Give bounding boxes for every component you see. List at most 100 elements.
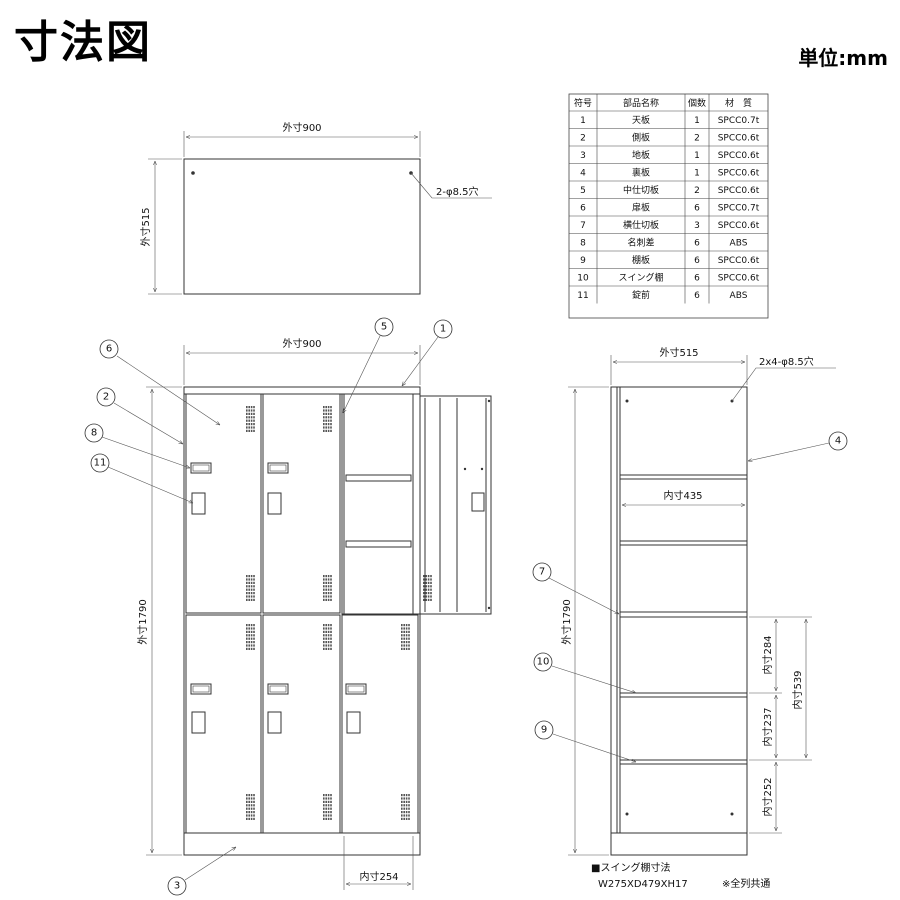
- vent-slot: [327, 794, 330, 797]
- table-cell: SPCC0.6t: [718, 256, 760, 266]
- vent-slot: [250, 630, 253, 633]
- vent-slot: [323, 406, 325, 409]
- vent-slot: [253, 641, 255, 644]
- side-height-label: 外寸1790: [560, 599, 573, 644]
- vent-slot: [327, 592, 330, 595]
- vent-slot: [248, 578, 250, 581]
- side-hole-label: 2x4-φ8.5穴: [759, 355, 814, 368]
- vent-slot: [327, 817, 330, 820]
- vent-slot: [408, 811, 410, 814]
- vent-slot: [403, 800, 405, 803]
- vent-slot: [248, 627, 250, 630]
- vent-slot: [401, 807, 403, 810]
- vent-slot: [323, 630, 325, 633]
- swing-note-dims: W275XD479XH17: [598, 879, 688, 890]
- table-cell: SPCC0.6t: [718, 134, 760, 144]
- callout-9: [534, 720, 554, 740]
- side-partition: [619, 611, 748, 618]
- table-cell: 側板: [632, 132, 650, 144]
- vent-slot: [253, 627, 255, 630]
- lock: [346, 711, 361, 734]
- vent-slot: [403, 644, 405, 647]
- vent-slot: [330, 419, 332, 422]
- vent-slot: [246, 585, 248, 588]
- table-cell: 棚板: [632, 254, 650, 266]
- vent-slot: [327, 419, 330, 422]
- vent-slot: [248, 423, 250, 426]
- vent-slot: [330, 644, 332, 647]
- vent-slot: [248, 624, 250, 627]
- vent-slot: [323, 804, 325, 807]
- vent-slot: [250, 598, 253, 601]
- table-cell: ABS: [730, 291, 748, 301]
- vent-slot: [248, 630, 250, 633]
- vent-slot: [401, 800, 403, 803]
- vent-slot: [323, 426, 325, 429]
- table-cell: スイング棚: [618, 272, 663, 284]
- vent-slot: [330, 588, 332, 591]
- vent-slot: [325, 637, 327, 640]
- vent-slot: [330, 804, 332, 807]
- svg-text:9: 9: [541, 725, 547, 736]
- vent-slot: [327, 598, 330, 601]
- lock: [191, 711, 206, 734]
- table-cell: SPCC0.6t: [718, 169, 760, 179]
- vent-slot: [330, 429, 332, 432]
- vent-slot: [408, 644, 410, 647]
- vent-slot: [405, 644, 408, 647]
- vent-slot: [253, 588, 255, 591]
- vent-slot: [325, 647, 327, 650]
- vent-slot: [250, 406, 253, 409]
- vent-slot: [423, 575, 425, 578]
- callout-5: [374, 317, 394, 337]
- vent-slot: [408, 641, 410, 644]
- vent-slot: [403, 647, 405, 650]
- name-plate: [267, 683, 289, 695]
- vent-slot: [250, 804, 253, 807]
- table-cell: SPCC0.7t: [718, 204, 760, 214]
- vent-slot: [408, 794, 410, 797]
- vent-slot: [325, 627, 327, 630]
- vent-slot: [323, 595, 325, 598]
- vent-slot: [330, 630, 332, 633]
- vent-slot: [253, 797, 255, 800]
- vent-slot: [323, 423, 325, 426]
- svg-text:2: 2: [103, 392, 109, 403]
- table-cell: 10: [577, 274, 589, 284]
- vent-slot: [246, 647, 248, 650]
- vent-slot: [401, 627, 403, 630]
- table-cell: 中仕切板: [623, 184, 659, 196]
- vent-slot: [253, 804, 255, 807]
- vent-slot: [248, 406, 250, 409]
- inner-h1-label: 内寸284: [761, 635, 774, 674]
- vent-slot: [250, 416, 253, 419]
- vent-slot: [323, 429, 325, 432]
- vent-slot: [405, 804, 408, 807]
- vent-slot: [403, 794, 405, 797]
- vent-slot: [323, 412, 325, 415]
- top-hole-label: 2-φ8.5穴: [436, 185, 478, 198]
- vent-slot: [323, 588, 325, 591]
- vent-slot: [253, 581, 255, 584]
- vent-slot: [403, 807, 405, 810]
- vent-slot: [425, 578, 427, 581]
- front-width-label: 外寸900: [282, 337, 321, 350]
- vent-slot: [408, 817, 410, 820]
- vent-slot: [327, 644, 330, 647]
- vent-slot: [246, 426, 248, 429]
- vent-slot: [405, 807, 408, 810]
- top-view: 外寸900 外寸515 2-φ8.5穴: [139, 121, 492, 295]
- vent-slot: [327, 423, 330, 426]
- vent-slot: [250, 641, 253, 644]
- vent-slot: [327, 575, 330, 578]
- vent-slot: [327, 647, 330, 650]
- vent-slot: [425, 575, 427, 578]
- swing-shelf-note: ■スイング棚寸法 W275XD479XH17 ※全列共通: [591, 861, 770, 890]
- table-cell: 名刺差: [627, 237, 654, 249]
- vent-slot: [430, 588, 432, 591]
- vent-slot: [246, 817, 248, 820]
- vent-slot: [250, 585, 253, 588]
- inner-depth-label: 内寸435: [663, 489, 702, 502]
- vent-slot: [246, 423, 248, 426]
- vent-slot: [327, 624, 330, 627]
